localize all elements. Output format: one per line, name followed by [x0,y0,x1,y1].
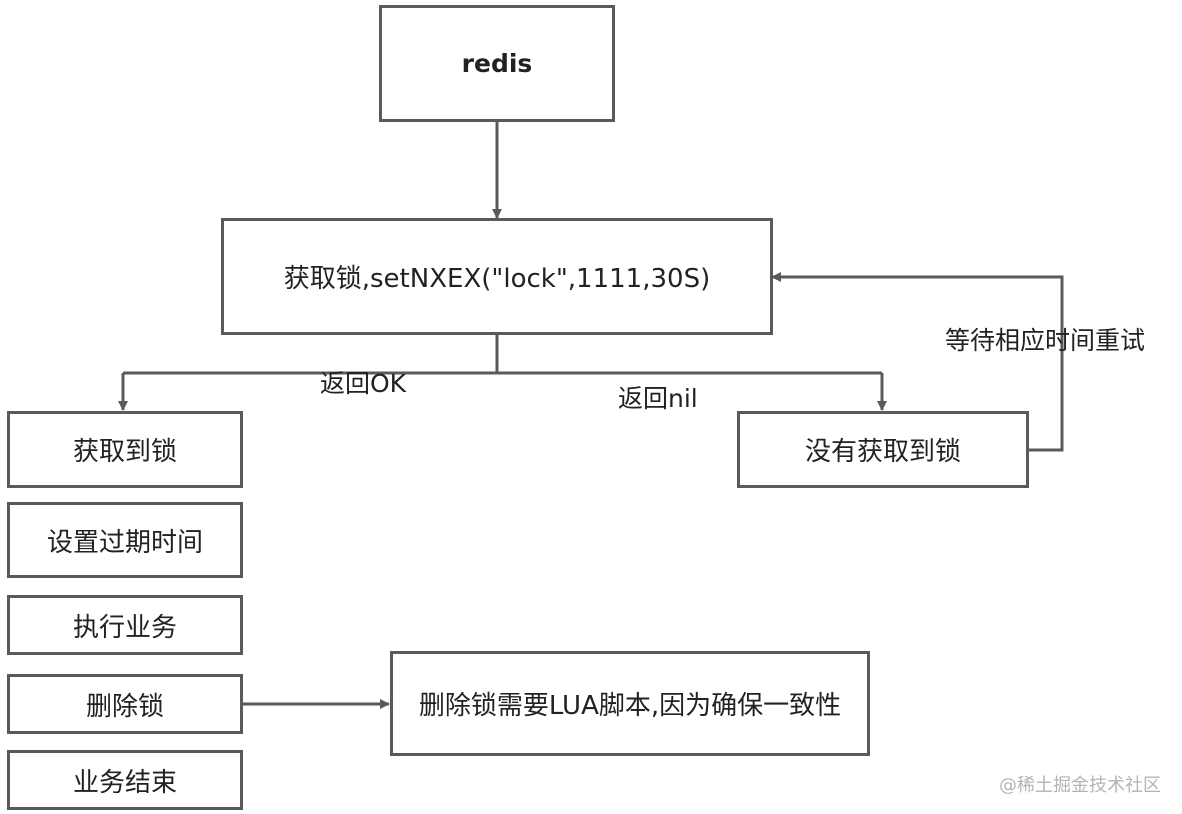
node-set-expire: 设置过期时间 [7,502,243,578]
label-retry: 等待相应时间重试 [945,326,1146,355]
node-business-end: 业务结束 [7,750,243,810]
node-acquire-lock: 获取锁,setNXEX("lock",1111,30S) [221,218,773,335]
label-return-nil: 返回nil [618,384,698,413]
node-lua-note: 删除锁需要LUA脚本,因为确保一致性 [390,651,870,756]
label-return-ok: 返回OK [320,369,407,398]
edge-retry-loop [771,272,1064,452]
node-no-lock: 没有获取到锁 [737,411,1029,488]
node-execute-business: 执行业务 [7,595,243,655]
node-redis: redis [379,5,615,122]
node-delete-lock: 删除锁 [7,674,243,734]
node-got-lock: 获取到锁 [7,411,243,488]
watermark: @稀土掘金技术社区 [999,775,1161,796]
